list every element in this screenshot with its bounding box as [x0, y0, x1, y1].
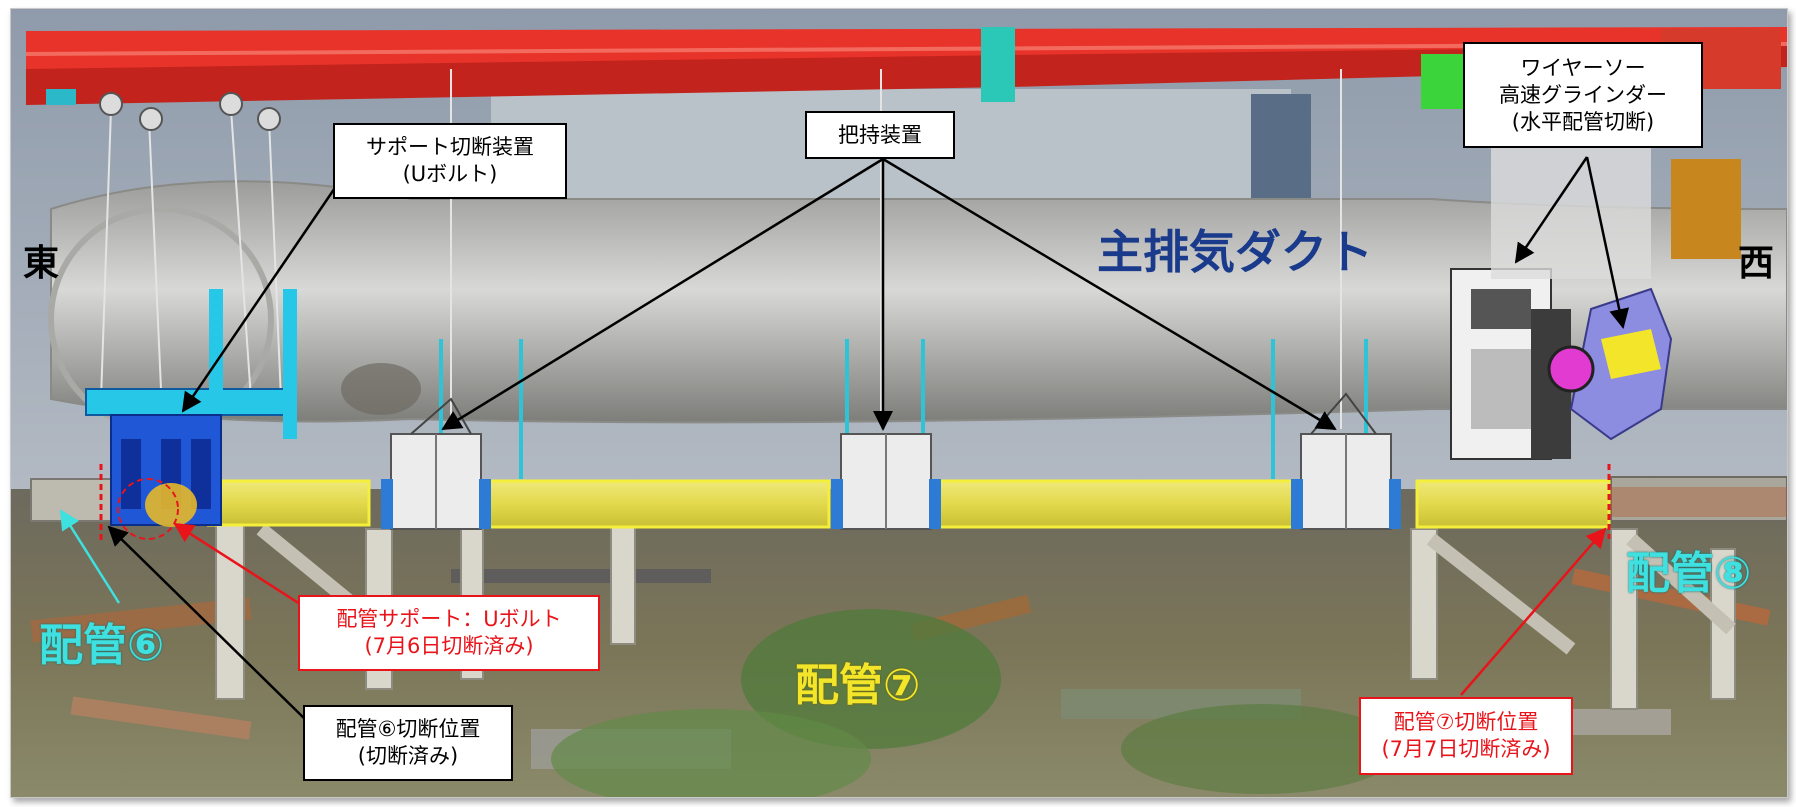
callout-line: サポート切断装置: [366, 135, 534, 159]
callout-line: (Uボルト): [402, 162, 498, 186]
gripper-device-2: [831, 433, 941, 530]
callout-line: 配管⑥切断位置: [335, 717, 481, 741]
pipe7-label: 配管⑦: [795, 660, 921, 711]
pipe8-continuation: [1610, 476, 1787, 522]
gripper-callout: 把持装置: [805, 111, 955, 159]
gripper-device-3: [1291, 392, 1401, 530]
callout-line: (切断済み): [357, 744, 459, 768]
callout-line: (水平配管切断): [1511, 109, 1655, 134]
pipe7-segments: [206, 479, 1611, 529]
hoist-blocks: [99, 92, 281, 131]
u-bolt-highlight: [117, 478, 179, 540]
wire-saw-callout: ワイヤーソー 高速グラインダー (水平配管切断): [1463, 42, 1703, 148]
pipe6-label: 配管⑥: [39, 620, 165, 671]
pipe6-stub: [30, 478, 112, 522]
east-label: 東: [23, 243, 60, 284]
leader-arrow-cyan: [59, 509, 121, 604]
leader-arrows-red: [173, 522, 1607, 696]
callout-line: (7月6日切断済み): [364, 634, 534, 658]
main-duct-label: 主排気ダクト: [1097, 225, 1373, 279]
callout-line: 高速グラインダー: [1499, 82, 1667, 107]
gripper-device-1: [381, 397, 491, 530]
callout-line: 配管サポート：Uボルト: [336, 607, 562, 631]
callout-line: 配管⑦切断位置: [1393, 710, 1539, 734]
wire-saw-grinder-machine: [1450, 129, 1741, 460]
pipe-support-callout: 配管サポート：Uボルト (7月6日切断済み): [298, 595, 600, 671]
pipe7-cut-callout: 配管⑦切断位置 (7月7日切断済み): [1359, 697, 1573, 775]
leader-arrows-black: [107, 156, 1630, 724]
callout-line: ワイヤーソー: [1520, 55, 1646, 80]
callout-line: 把持装置: [838, 122, 922, 147]
west-label: 西: [1738, 243, 1775, 284]
pipe8-label: 配管⑧: [1626, 548, 1752, 599]
support-cutter-callout: サポート切断装置 (Uボルト): [333, 123, 567, 199]
callout-line: (7月7日切断済み): [1381, 737, 1551, 761]
figure-frame: 東 西 主排気ダクト 配管⑥ 配管⑦ 配管⑧ サポート切断装置 (Uボルト) 把…: [10, 8, 1788, 798]
pipe6-cut-callout: 配管⑥切断位置 (切断済み): [303, 705, 513, 781]
